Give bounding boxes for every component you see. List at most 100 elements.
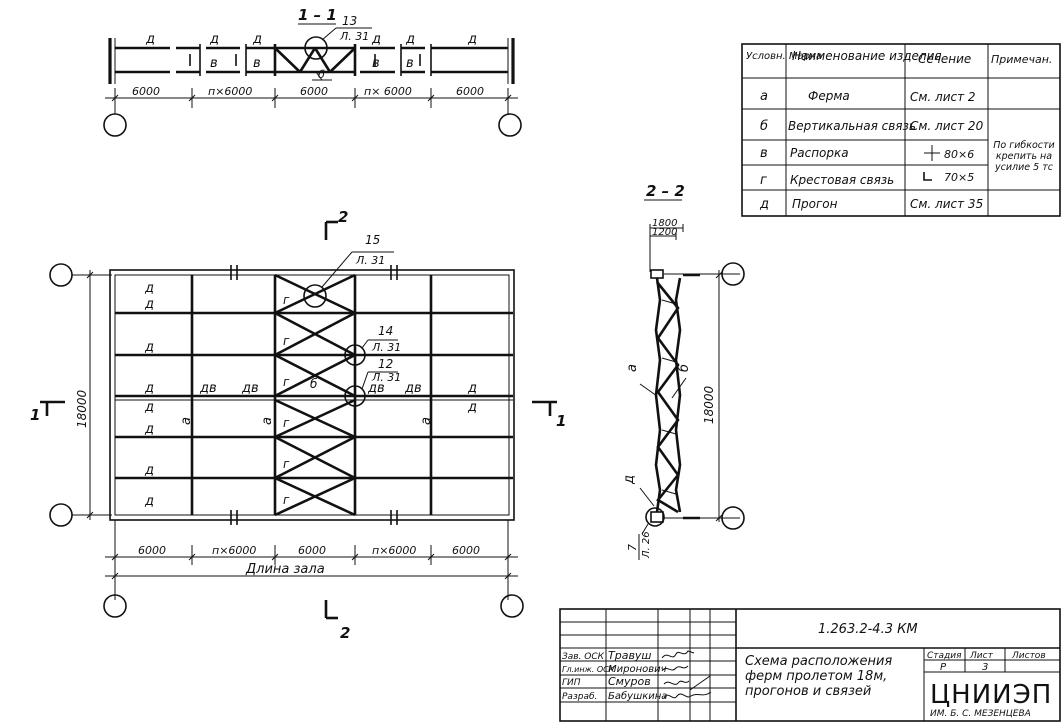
label-v: в bbox=[406, 56, 414, 71]
stage-value: Р bbox=[940, 662, 947, 673]
plan-dim-2: 6000 bbox=[298, 544, 326, 557]
axis-bubble bbox=[721, 262, 745, 286]
section-mark-2-top: 2 bbox=[338, 208, 348, 226]
label-g: г bbox=[283, 416, 290, 430]
label-g: г bbox=[283, 457, 290, 471]
legend-header-section: Сечение bbox=[918, 52, 971, 66]
stage-label: Стадия bbox=[927, 651, 962, 661]
section-2-2-label-b: б bbox=[677, 364, 692, 372]
label-dv: дв bbox=[241, 381, 259, 396]
legend-mark: а bbox=[760, 89, 768, 104]
staff-name: Бабушкина bbox=[608, 690, 667, 702]
signatures bbox=[661, 650, 712, 699]
dim-1-1-0: 6000 bbox=[132, 85, 160, 98]
title-block: 1.263.2-4.3 КМ Зав. ОСК Травуш Гл.инж. О… bbox=[559, 608, 1061, 722]
sheet-label: Лист bbox=[969, 651, 994, 661]
plan-dim-4: 6000 bbox=[452, 544, 480, 557]
label-d: д bbox=[144, 297, 154, 312]
section-mark-1-right: 1 bbox=[556, 412, 566, 430]
legend-mark: г bbox=[760, 173, 767, 188]
label-d: д bbox=[144, 463, 154, 478]
callout-14-sheet: Л. 31 bbox=[371, 341, 401, 354]
legend-header-name: Наименование изделия bbox=[792, 49, 942, 63]
plan-dim-3: п×6000 bbox=[372, 544, 416, 557]
legend-section: 70×5 bbox=[944, 171, 974, 184]
drawing-title-line3: прогонов и связей bbox=[745, 684, 871, 699]
document-code: 1.263.2-4.3 КМ bbox=[818, 622, 918, 637]
label-dv: дв bbox=[199, 381, 217, 396]
label-d: д bbox=[144, 494, 154, 509]
legend-name: Крестовая связь bbox=[790, 173, 894, 187]
label-a: а bbox=[179, 417, 194, 425]
label-d: д bbox=[467, 381, 477, 396]
label-v: в bbox=[253, 56, 261, 71]
label-g: г bbox=[283, 493, 290, 507]
label-g: г bbox=[283, 375, 290, 389]
section-2-2-title: 2 – 2 bbox=[646, 182, 685, 200]
legend-name: Распорка bbox=[790, 146, 849, 160]
plan-view: 2 bbox=[30, 208, 566, 642]
staff-role: Разраб. bbox=[562, 692, 597, 702]
label-d: д bbox=[252, 32, 262, 47]
legend-name: Вертикальная связь bbox=[788, 119, 916, 133]
section-1-1-callout-num: 13 bbox=[342, 14, 357, 28]
staff-name: Травуш bbox=[608, 649, 652, 662]
legend-name: Ферма bbox=[808, 89, 850, 103]
section-1-1-label-b: б bbox=[318, 68, 325, 81]
axis-bubble bbox=[500, 594, 524, 618]
dim-1-1-2: 6000 bbox=[300, 85, 328, 98]
legend-mark: в bbox=[760, 146, 768, 161]
drawing-title-line1: Схема расположения bbox=[745, 654, 892, 669]
label-g: г bbox=[283, 293, 290, 307]
axis-bubble bbox=[103, 594, 127, 618]
staff-name: Миронович bbox=[608, 664, 667, 675]
legend-section: 80×6 bbox=[944, 148, 974, 161]
staff-role: Гл.инж. ОСК bbox=[562, 665, 615, 674]
legend-note-bracing: По гибкости крепить на усилие 5 тс bbox=[993, 140, 1055, 173]
dim-1-1-3: п× 6000 bbox=[364, 85, 412, 98]
section-2-2-label-a: а bbox=[625, 364, 640, 372]
staff-role: Зав. ОСК bbox=[562, 652, 605, 662]
axis-bubble bbox=[498, 113, 522, 137]
staff-name: Смуров bbox=[608, 675, 651, 688]
plan-height-dim: 18000 bbox=[75, 389, 89, 428]
section-2-2-callout-num: 7 bbox=[626, 544, 639, 551]
label-dv: дв bbox=[404, 381, 422, 396]
axis-bubble bbox=[721, 506, 745, 530]
callout-15-sheet: Л. 31 bbox=[355, 254, 385, 267]
label-d: д bbox=[144, 281, 154, 296]
organization-name: ЦНИИЭП bbox=[930, 680, 1052, 710]
axis-bubble bbox=[103, 113, 127, 137]
section-2-2-height-dim: 18000 bbox=[702, 385, 716, 424]
label-d: д bbox=[144, 400, 154, 415]
callout-15-num: 15 bbox=[365, 233, 380, 247]
label-b: б bbox=[310, 377, 318, 391]
callout-12-num: 12 bbox=[378, 357, 393, 371]
legend-mark: б bbox=[760, 119, 768, 134]
section-2-2-dim-1200: 1200 bbox=[652, 227, 677, 238]
drawing-title-line2: ферм пролетом 18м, bbox=[745, 669, 887, 684]
label-d: д bbox=[209, 32, 219, 47]
label-a: а bbox=[260, 417, 275, 425]
sheets-label: Листов bbox=[1011, 651, 1046, 661]
sheet-value: 3 bbox=[982, 662, 988, 673]
label-v: в bbox=[372, 56, 380, 71]
label-dv: дв bbox=[367, 381, 385, 396]
label-d: д bbox=[144, 381, 154, 396]
label-d: д bbox=[144, 422, 154, 437]
staff-role: ГИП bbox=[562, 678, 581, 688]
plan-dim-0: 6000 bbox=[138, 544, 166, 557]
legend-mark: д bbox=[759, 197, 769, 212]
label-d: д bbox=[467, 32, 477, 47]
label-d: д bbox=[467, 400, 477, 415]
dim-1-1-4: 6000 bbox=[456, 85, 484, 98]
section-1-1-title: 1 – 1 bbox=[298, 6, 337, 24]
axis-bubble bbox=[49, 263, 73, 287]
dim-1-1-1: п×6000 bbox=[208, 85, 252, 98]
section-1-1: 1 – 1 bbox=[103, 6, 522, 137]
label-d: д bbox=[145, 32, 155, 47]
plan-dim-1: п×6000 bbox=[212, 544, 256, 557]
label-d: д bbox=[371, 32, 381, 47]
legend-section: См. лист 35 bbox=[910, 197, 983, 211]
